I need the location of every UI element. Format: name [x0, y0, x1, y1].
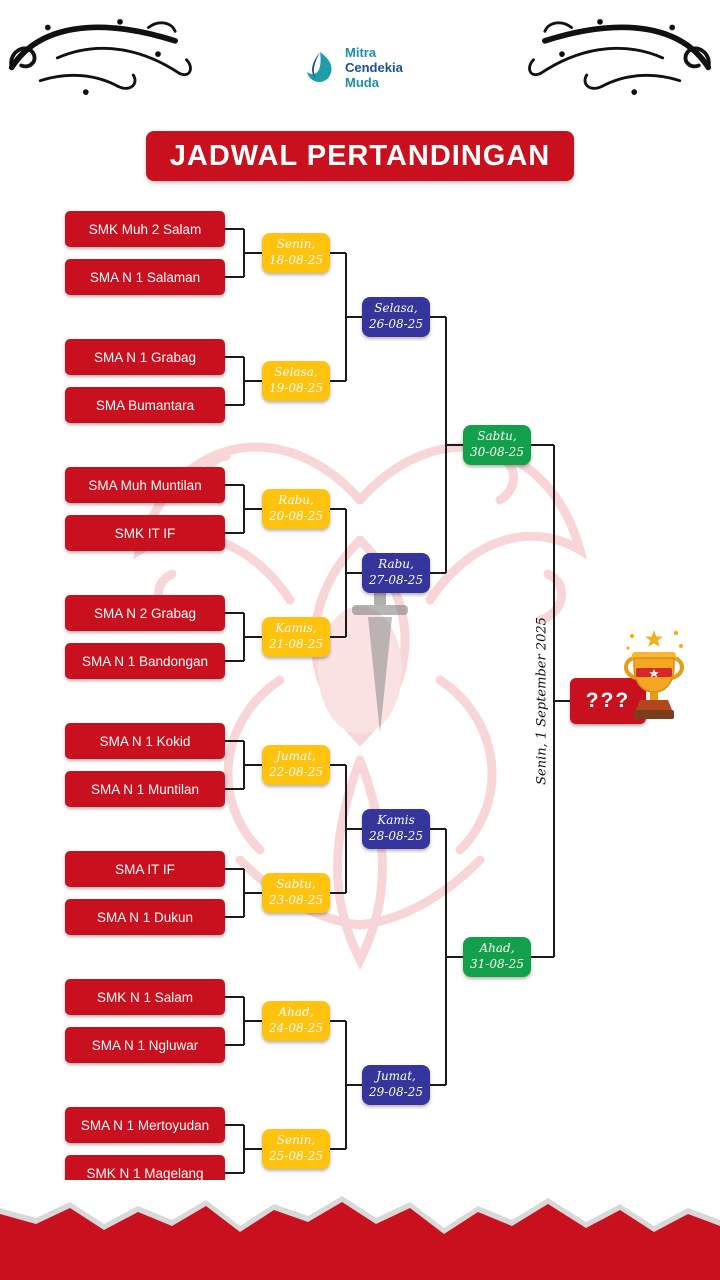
match-date: 27-08-25 [369, 573, 423, 587]
logo-icon [307, 52, 332, 83]
final-date-label: Senin, 1 September 2025 [534, 617, 550, 785]
match-day: Jumat, [376, 1069, 416, 1084]
match-day: Ahad, [278, 1005, 314, 1020]
match-date: 19-08-25 [269, 381, 323, 395]
match-date-box: Sabtu, 30-08-25 [463, 425, 531, 465]
match-date: 24-08-25 [269, 1021, 323, 1035]
logo-line: Muda [345, 74, 379, 90]
team-box: SMA N 1 Salaman [65, 259, 225, 295]
match-date-box: Rabu, 20-08-25 [262, 489, 330, 529]
match-day: Kamis [377, 813, 415, 828]
match-date: 22-08-25 [269, 765, 323, 779]
match-date-box: Jumat, 29-08-25 [362, 1065, 430, 1105]
team-box: SMA Muh Muntilan [65, 467, 225, 503]
match-date: 29-08-25 [369, 1085, 423, 1099]
match-date-box: Selasa, 19-08-25 [262, 361, 330, 401]
match-date: 21-08-25 [269, 637, 323, 651]
page-title: JADWAL PERTANDINGAN [146, 131, 574, 181]
match-day: Rabu, [378, 557, 414, 572]
team-box: SMK N 1 Salam [65, 979, 225, 1015]
team-box: SMA IT IF [65, 851, 225, 887]
match-date: 30-08-25 [470, 445, 524, 459]
match-date-box: Rabu, 27-08-25 [362, 553, 430, 593]
team-box: SMA N 1 Dukun [65, 899, 225, 935]
match-date-box: Selasa, 26-08-25 [362, 297, 430, 337]
match-date: 31-08-25 [470, 957, 524, 971]
match-date: 28-08-25 [369, 829, 423, 843]
match-date-box: Kamis 28-08-25 [362, 809, 430, 849]
match-date-box: Jumat, 22-08-25 [262, 745, 330, 785]
team-box: SMA N 2 Grabag [65, 595, 225, 631]
team-box: SMK IT IF [65, 515, 225, 551]
team-box: SMA N 1 Kokid [65, 723, 225, 759]
team-box: SMA N 1 Grabag [65, 339, 225, 375]
match-date-box: Ahad, 24-08-25 [262, 1001, 330, 1041]
torn-paper-edge [0, 1180, 720, 1280]
logo-line: Cendekia [345, 59, 403, 75]
match-date: 23-08-25 [269, 893, 323, 907]
match-day: Rabu, [278, 493, 314, 508]
match-day: Kamis, [275, 621, 317, 636]
corner-flourish-right [524, 10, 714, 102]
match-date-box: Ahad, 31-08-25 [463, 937, 531, 977]
round2-connectors [330, 252, 362, 1150]
team-box: SMA Bumantara [65, 387, 225, 423]
match-date: 20-08-25 [269, 509, 323, 523]
round1-connectors [225, 228, 262, 1174]
logo-line: Mitra [345, 45, 377, 60]
match-date-box: Senin, 18-08-25 [262, 233, 330, 273]
match-day: Ahad, [479, 941, 515, 956]
round3-connectors [428, 316, 463, 1086]
team-box: SMK Muh 2 Salam [65, 211, 225, 247]
team-box: SMA N 1 Mertoyudan [65, 1107, 225, 1143]
final-winner-box: ??? [570, 678, 646, 724]
match-date: 26-08-25 [369, 317, 423, 331]
match-day: Sabtu, [477, 429, 517, 444]
match-day: Senin, [276, 1133, 316, 1148]
match-day: Jumat, [276, 749, 316, 764]
match-day: Selasa, [274, 365, 318, 380]
match-day: Sabtu, [276, 877, 316, 892]
corner-flourish-left [6, 10, 196, 102]
match-date-box: Senin, 25-08-25 [262, 1129, 330, 1169]
trophy-icon [624, 630, 684, 719]
match-date-box: Sabtu, 23-08-25 [262, 873, 330, 913]
team-box: SMA N 1 Ngluwar [65, 1027, 225, 1063]
logo-text: Mitra Cendekia Muda [345, 45, 403, 91]
sword-silhouette [352, 576, 408, 733]
match-day: Senin, [276, 237, 316, 252]
match-date: 25-08-25 [269, 1149, 323, 1163]
match-day: Selasa, [374, 301, 418, 316]
team-box: SMA N 1 Bandongan [65, 643, 225, 679]
team-box: SMA N 1 Muntilan [65, 771, 225, 807]
logo: Mitra Cendekia Muda [302, 45, 403, 91]
match-date-box: Kamis, 21-08-25 [262, 617, 330, 657]
match-date: 18-08-25 [269, 253, 323, 267]
